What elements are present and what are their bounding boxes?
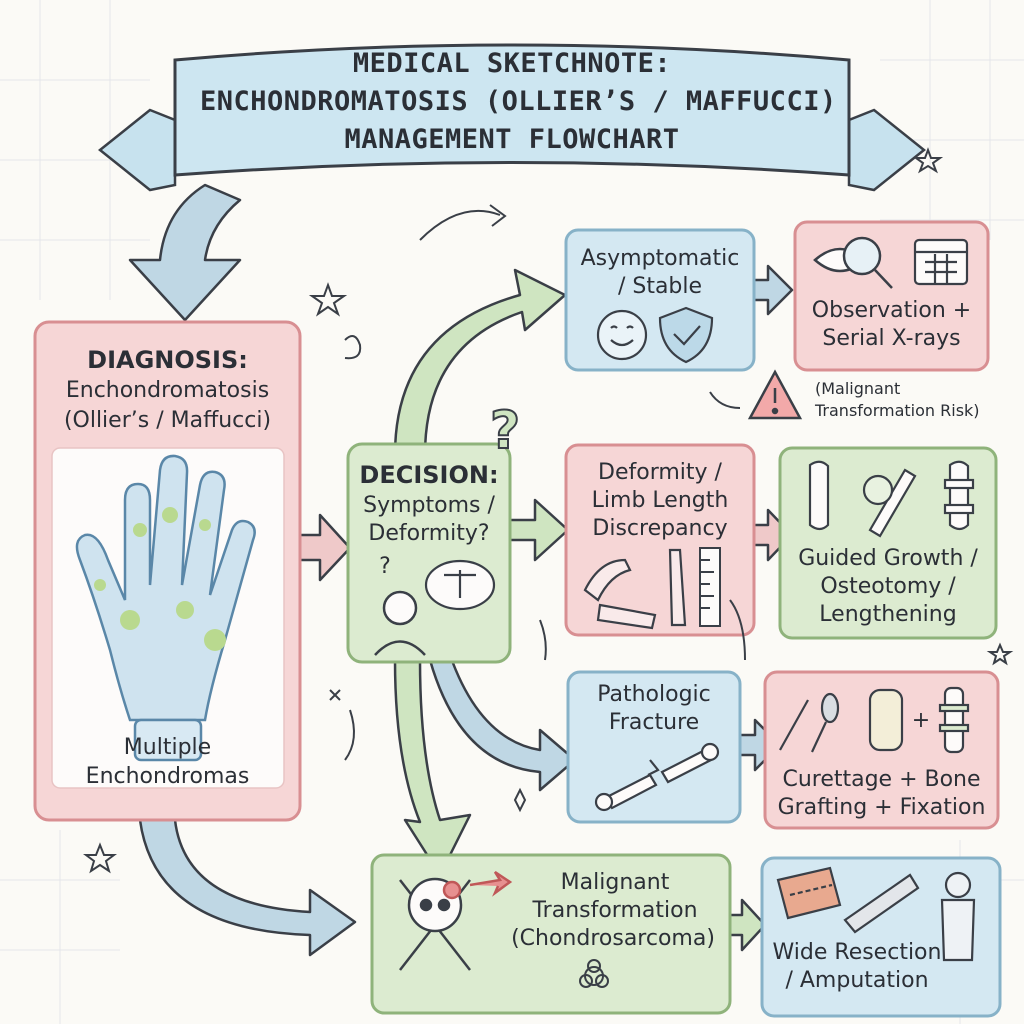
title-line-3: MANAGEMENT FLOWCHART <box>344 124 680 155</box>
diagnosis-line-1: Enchondromatosis <box>65 378 270 403</box>
asymptomatic-line-1: Asymptomatic <box>580 246 740 271</box>
growth-line-3: Lengthening <box>819 602 957 627</box>
title-line-2: ENCHONDROMATOSIS (OLLIER’S / MAFFUCCI) <box>200 86 837 117</box>
diagnosis-line-2: (Ollier’s / Maffucci) <box>63 408 272 433</box>
growth-line-2: Osteotomy / <box>820 574 956 599</box>
resection-line-2: / Amputation <box>785 968 929 993</box>
decision-heading: DECISION: <box>359 461 499 489</box>
resection-icons <box>776 866 976 962</box>
decorative-doodles <box>83 147 1014 874</box>
asymptomatic-line-2: / Stable <box>617 274 703 299</box>
star-icon <box>986 642 1014 666</box>
ruler-icon <box>699 547 721 627</box>
risk-note-line-1: (Malignant <box>815 379 901 398</box>
curettage-plus: + <box>911 708 931 733</box>
curettage-tools-icon <box>779 686 970 754</box>
warning-triangle-icon <box>747 369 803 420</box>
malignant-line-1: Malignant <box>560 870 670 895</box>
balance-scale-icon <box>424 559 496 611</box>
arrow-asymptomatic-to-observation <box>750 264 794 316</box>
malignant-line-3: (Chondrosarcoma) <box>511 926 715 951</box>
fracture-line-2: Fracture <box>608 710 700 735</box>
arrow-decision-to-malignant <box>393 658 472 877</box>
title-banner <box>97 43 927 192</box>
star-icon <box>912 147 944 174</box>
malignant-line-2: Transformation <box>532 898 698 923</box>
fracture-box <box>566 670 742 824</box>
growth-line-1: Guided Growth / <box>798 546 978 571</box>
star-icon <box>83 842 117 874</box>
thinking-person-icon <box>374 590 426 656</box>
observation-line-1: Observation + <box>811 298 972 323</box>
decision-mark: ? <box>379 554 391 579</box>
arrow-malignant-to-resection <box>726 898 767 952</box>
arrow-decision-to-fracture <box>428 653 577 792</box>
skull-crossbones-icon <box>399 870 513 971</box>
title-line-1: MEDICAL SKETCHNOTE: <box>352 48 672 79</box>
malignant-box <box>370 853 732 1015</box>
broken-bone-icon <box>594 742 720 812</box>
limb-deformity-icon <box>583 548 687 630</box>
resection-line-1: Wide Resection <box>772 940 942 965</box>
diagnosis-caption-2: Enchondromas <box>85 764 250 789</box>
guided-growth-icons <box>808 460 975 538</box>
magnifier-eye-icon <box>813 236 893 289</box>
arrow-decision-to-asymptomatic <box>393 268 567 457</box>
curettage-line-1: Curettage + Bone <box>782 767 981 792</box>
smiley-face-icon <box>596 309 648 361</box>
flow-arrows <box>128 183 794 957</box>
diagnosis-heading: DIAGNOSIS: <box>87 346 248 374</box>
growth-box <box>778 446 998 640</box>
observation-line-2: Serial X-rays <box>822 326 961 351</box>
arrow-diagnosis-to-decision <box>298 513 352 582</box>
curettage-line-2: Grafting + Fixation <box>777 795 986 820</box>
svg-text:?: ? <box>490 401 520 461</box>
calendar-icon <box>913 238 969 286</box>
arrow-title-to-diagnosis <box>128 183 242 322</box>
diagnosis-caption-1: Multiple <box>123 735 212 760</box>
decision-line-2: Deformity? <box>368 521 490 546</box>
hand-xray-icon <box>75 454 256 762</box>
arrow-diagnosis-to-malignant <box>138 818 357 957</box>
biohazard-icon <box>579 959 609 988</box>
shield-check-icon <box>658 306 714 364</box>
risk-note-line-2: Transformation Risk) <box>815 401 980 420</box>
deformity-line-2: Limb Length <box>591 488 729 513</box>
question-mark-icon: ? <box>489 400 521 462</box>
deformity-line-1: Deformity / <box>598 460 722 485</box>
star-icon <box>308 282 348 317</box>
arrow-decision-to-deformity <box>503 498 570 562</box>
decision-line-1: Symptoms / <box>363 493 495 518</box>
deformity-line-3: Discrepancy <box>592 516 728 541</box>
fracture-line-1: Pathologic <box>597 682 711 707</box>
